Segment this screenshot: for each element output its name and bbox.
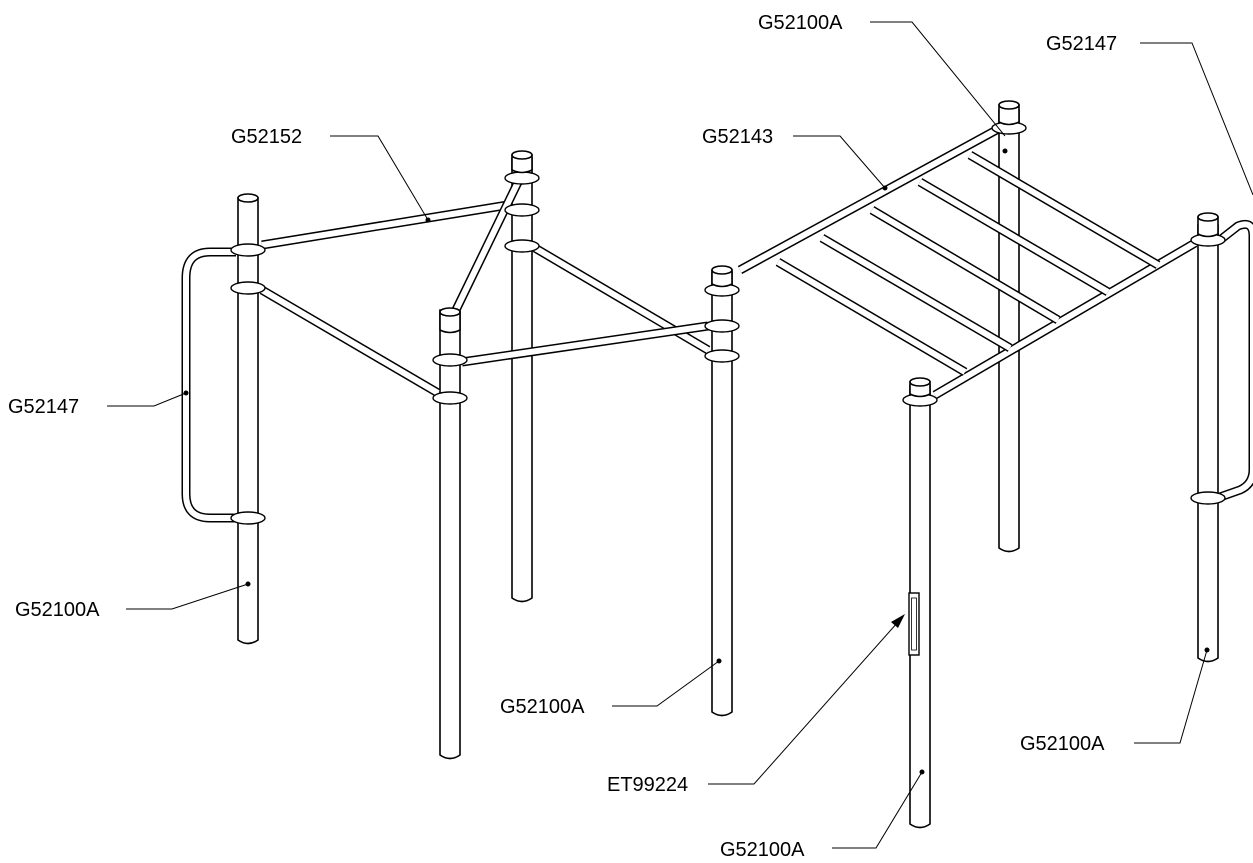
lower-bar-left	[259, 286, 441, 397]
post-left	[237, 197, 259, 645]
end-caps	[439, 100, 1219, 398]
callout-upper-bar: G52152	[231, 126, 302, 148]
callout-labels: G52100A G52147 G52143 G52152 G52147 G521…	[8, 12, 1117, 861]
callout-sign-plate: ET99224	[607, 774, 688, 796]
lower-bar-front	[461, 321, 709, 367]
post-tops	[237, 193, 259, 203]
post-right-front	[1197, 224, 1219, 663]
upper-bar	[261, 200, 509, 250]
callout-top-right-rail: G52147	[1046, 33, 1117, 55]
ladder-rail-back	[737, 124, 1003, 274]
post-front-left	[439, 309, 461, 760]
post-back-left-center	[511, 157, 533, 603]
diagonal-brace	[450, 176, 525, 314]
bars	[181, 124, 1253, 523]
callout-center-post: G52100A	[500, 696, 585, 718]
leader-lines	[107, 21, 1253, 849]
sign-plate	[908, 592, 920, 656]
callout-left-rail: G52147	[8, 396, 79, 418]
callout-top-center-post: G52100A	[758, 12, 843, 34]
right-curved-rail	[1217, 219, 1253, 502]
ladder-rungs	[775, 151, 1161, 376]
callout-ladder: G52143	[702, 126, 773, 148]
post-back-right	[998, 109, 1020, 553]
callout-right-post: G52100A	[1020, 733, 1105, 755]
post-center	[711, 271, 733, 717]
posts	[237, 109, 1219, 829]
ladder-rail-front	[932, 239, 1198, 399]
callout-left-post: G52100A	[15, 599, 100, 621]
post-front	[909, 384, 931, 829]
callout-front-post: G52100A	[720, 839, 805, 861]
left-curved-rail	[181, 247, 236, 523]
clamps	[230, 121, 1226, 525]
